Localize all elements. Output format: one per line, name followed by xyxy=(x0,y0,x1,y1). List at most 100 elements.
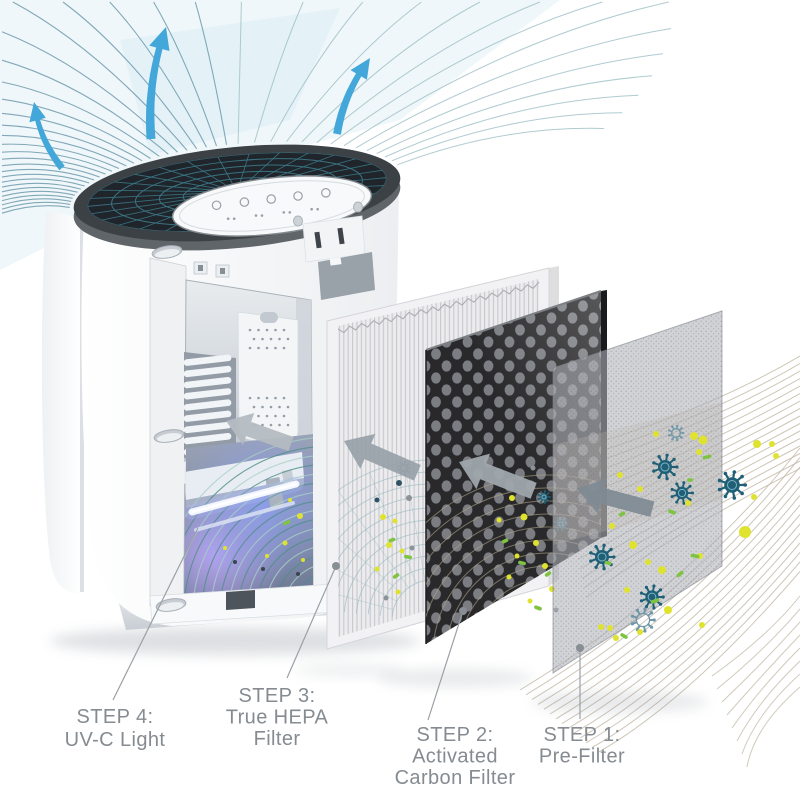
control-button-icon[interactable] xyxy=(293,191,303,201)
step-1-label-line-2: Pre-Filter xyxy=(539,746,625,768)
control-button-icon[interactable] xyxy=(239,197,250,207)
pollen-particle-icon xyxy=(533,540,539,546)
control-indicator-icon xyxy=(260,214,264,217)
step-2-label-line-1: STEP 2: xyxy=(417,724,494,746)
control-button-icon[interactable] xyxy=(211,200,222,211)
pollen-particle-icon xyxy=(392,518,398,524)
pollen-particle-icon xyxy=(698,435,708,445)
pollen-particle-icon xyxy=(637,486,643,492)
pollen-particle-icon xyxy=(613,635,619,641)
virus-particle-icon xyxy=(668,424,685,442)
airflow-left-arrow-icon xyxy=(344,433,421,481)
step-2-label-line-3: Carbon Filter xyxy=(395,767,516,789)
bacteria-particle-icon xyxy=(650,598,660,604)
pollen-particle-icon xyxy=(696,449,702,455)
pollen-particle-icon xyxy=(617,472,623,478)
pollen-particle-icon xyxy=(609,523,615,529)
leader-line-step-3-dot xyxy=(332,562,340,570)
pollen-particle-icon xyxy=(699,622,705,628)
pollen-particle-icon xyxy=(265,554,269,558)
bacteria-particle-icon xyxy=(388,537,396,543)
air-purifier-device xyxy=(41,144,420,655)
virus-particle-icon xyxy=(630,607,656,633)
pollen-particle-icon xyxy=(282,540,288,546)
bacteria-particle-icon xyxy=(668,509,676,515)
pollen-particle-icon xyxy=(380,514,386,520)
bacteria-particle-icon xyxy=(618,511,626,517)
airflow-left-arrow-icon xyxy=(226,413,294,452)
pollen-particle-icon xyxy=(751,494,757,500)
virus-particle-icon xyxy=(652,453,679,481)
pollen-particle-icon xyxy=(685,500,691,506)
control-button-icon[interactable] xyxy=(321,188,331,198)
airflow-up-arrows xyxy=(29,27,370,171)
control-indicator-icon xyxy=(316,207,319,211)
pollen-particle-icon xyxy=(753,440,761,448)
bacteria-particle-icon xyxy=(518,560,526,566)
leader-line-step-2-dot xyxy=(459,607,467,615)
control-indicator-icon xyxy=(310,207,313,211)
step-1-label-line-1: STEP 1: xyxy=(544,724,621,746)
step-2-label-line-2: Activated xyxy=(412,746,498,768)
pollen-particle-icon xyxy=(506,574,512,580)
bacteria-particle-icon xyxy=(544,571,552,577)
label-leader-lines xyxy=(112,527,584,721)
bacteria-particle-icon xyxy=(687,478,693,482)
pollen-particle-icon xyxy=(399,548,405,554)
control-button-icon[interactable] xyxy=(266,194,277,204)
bacteria-particle-icon xyxy=(392,573,400,579)
pollen-particle-icon xyxy=(542,563,548,569)
pollen-particle-icon xyxy=(645,559,651,565)
airflow-up-arrow-icon xyxy=(29,102,65,171)
bacteria-particle-icon xyxy=(501,538,509,544)
pollen-particle-icon xyxy=(624,587,630,593)
pollen-particle-icon xyxy=(288,498,292,502)
pollen-particle-icon xyxy=(395,589,401,595)
control-indicator-icon xyxy=(226,217,230,221)
pollen-particle-icon xyxy=(629,541,637,549)
airborne-particles xyxy=(589,424,779,641)
pollen-particle-icon xyxy=(297,513,303,519)
pollen-particle-icon xyxy=(739,526,751,538)
airflow-up-arrow-icon xyxy=(333,58,370,135)
control-indicator-icon xyxy=(232,217,236,221)
body-dimple xyxy=(293,215,303,227)
device-side-panel xyxy=(41,210,82,594)
airflow-outlet-lines xyxy=(1,1,672,214)
virus-particle-icon xyxy=(537,490,551,504)
pollen-particle-icon xyxy=(598,624,604,630)
leader-line-step-2 xyxy=(427,610,464,721)
pollen-particle-icon xyxy=(223,546,227,550)
bacteria-particle-icon xyxy=(676,570,684,578)
pollen-particle-icon xyxy=(520,513,528,521)
airflow-left-arrows xyxy=(577,478,655,517)
filter-shadows xyxy=(295,663,708,713)
control-indicator-icon xyxy=(254,214,258,217)
virus-particle-icon xyxy=(670,481,695,505)
airflow-up-arrow-icon xyxy=(146,27,170,140)
bacteria-particle-icon xyxy=(404,554,412,560)
pollen-particle-icon xyxy=(301,558,305,562)
virus-particle-icon xyxy=(589,543,616,571)
pollen-particle-icon xyxy=(527,598,533,604)
control-indicator-icon xyxy=(288,211,292,214)
step-3-label-line-2: True HEPA xyxy=(226,707,329,729)
pollen-particle-icon xyxy=(637,629,643,635)
pollen-particle-icon xyxy=(514,553,520,559)
pollen-particle-icon xyxy=(769,441,775,447)
leader-line-step-1-dot xyxy=(576,644,584,652)
pollen-particle-icon xyxy=(374,566,380,572)
step-labels: STEP 1: Pre-Filter STEP 2: Activated Car… xyxy=(65,685,625,789)
pollen-particle-icon xyxy=(664,606,672,614)
leader-line-step-4 xyxy=(112,527,199,701)
pre-filter-panel xyxy=(552,310,723,674)
bacteria-particle-icon xyxy=(702,454,712,460)
bacteria-particle-icon xyxy=(534,605,542,611)
bacteria-particle-icon xyxy=(620,633,628,639)
virus-particle-icon xyxy=(717,470,747,500)
bacteria-particle-icon xyxy=(690,553,700,559)
step-4-label-line-2: UV-C Light xyxy=(65,729,166,751)
bacteria-particle-icon xyxy=(604,560,612,566)
